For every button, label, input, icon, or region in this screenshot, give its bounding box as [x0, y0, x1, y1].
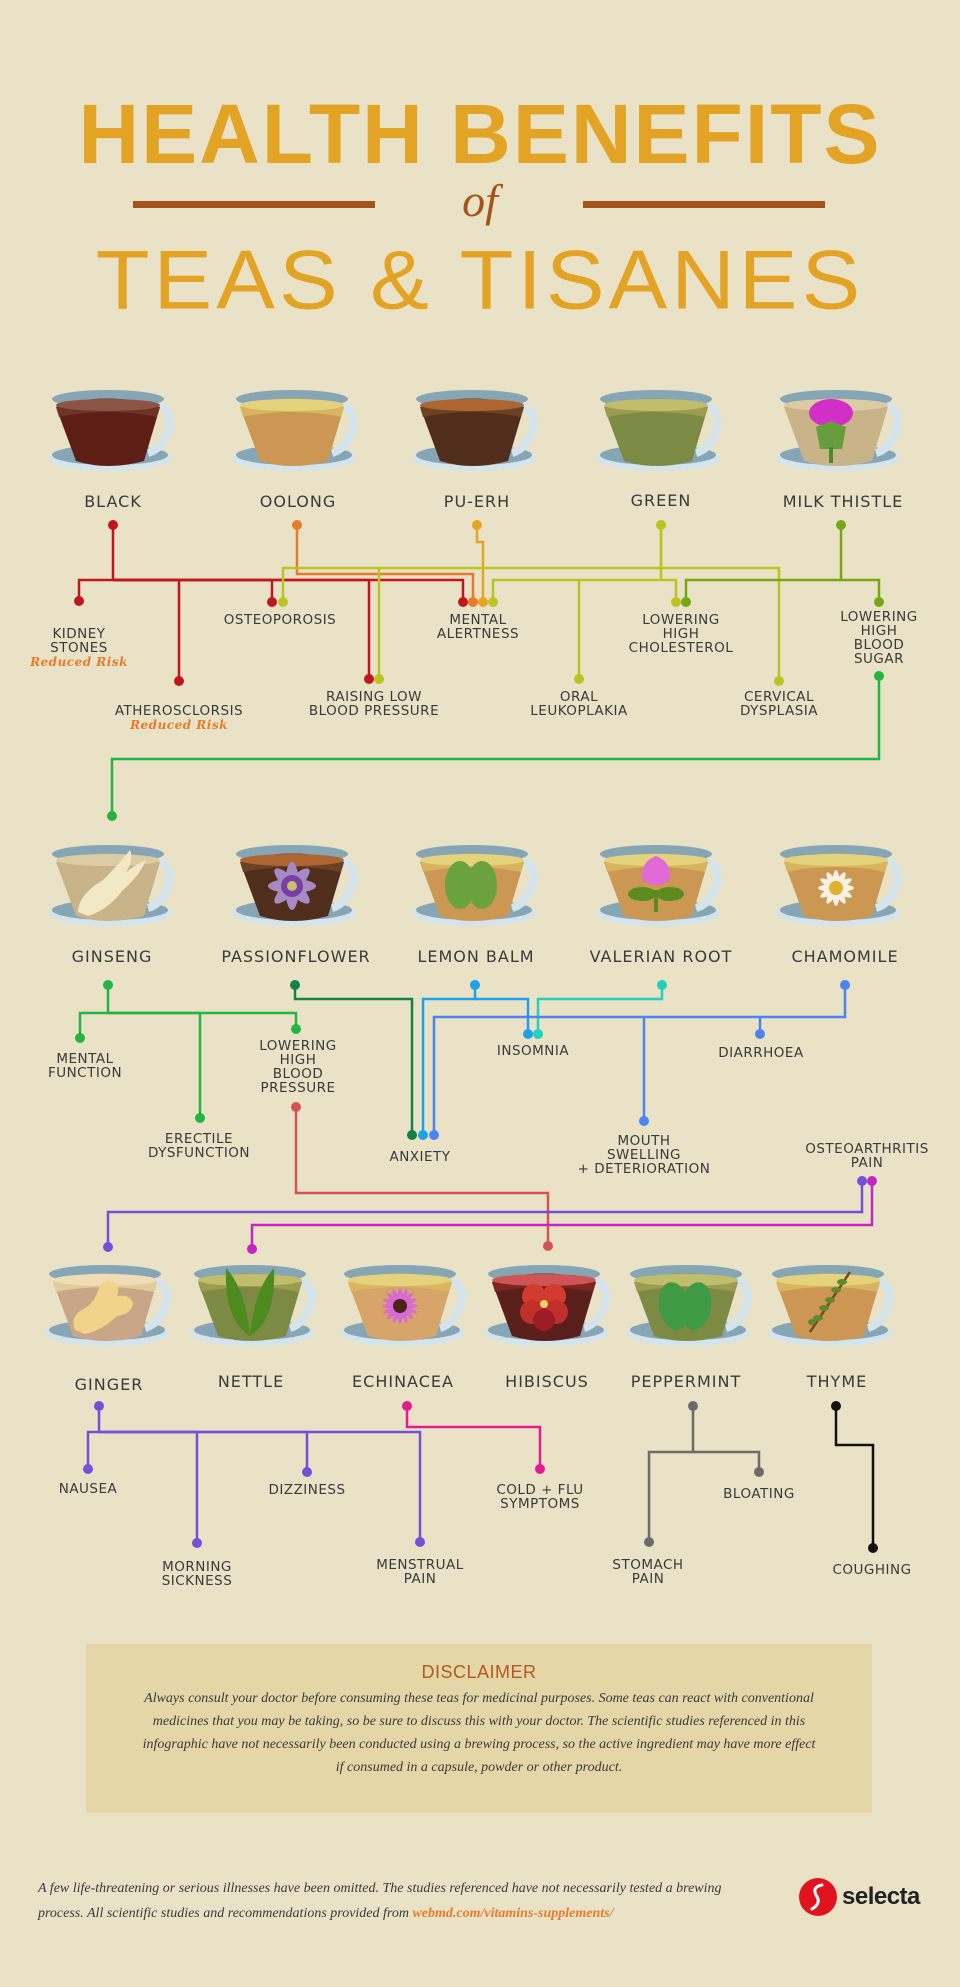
- footer-note: A few life-threatening or serious illnes…: [38, 1876, 738, 1926]
- peppermint-connectors: [647, 1406, 761, 1542]
- benefit-kidney-stones: KIDNEY STONES Reduced Risk: [19, 613, 139, 683]
- benefit-diarrhoea: DIARRHOEA: [718, 1045, 804, 1061]
- benefit-nausea: NAUSEA: [58, 1481, 118, 1497]
- echinacea-cup-icon: [340, 1265, 466, 1346]
- benefit-mental-alertness: MENTAL ALERTNESS: [436, 612, 520, 642]
- ginger-cup-icon: [45, 1265, 171, 1346]
- echinacea-connectors: [405, 1406, 542, 1468]
- lemon-balm-cup-icon: [412, 845, 538, 926]
- benefit-cold-flu-symptoms: COLD + FLU SYMPTOMS: [496, 1482, 584, 1512]
- footer-note-text: A few life-threatening or serious illnes…: [38, 1881, 722, 1921]
- benefit-lowering-high-cholesterol: LOWERING HIGH CHOLESTEROL: [628, 612, 734, 656]
- oolong-connectors: [295, 526, 475, 600]
- tea-name-hibiscus: HIBISCUS: [505, 1372, 589, 1391]
- tea-name-passionflower: PASSIONFLOWER: [221, 947, 371, 966]
- benefit-erectile-dysfunction: ERECTILE DYSFUNCTION: [147, 1131, 251, 1161]
- tea-name-echinacea: ECHINACEA: [352, 1372, 454, 1391]
- benefit-coughing: COUGHING: [832, 1562, 912, 1578]
- benefit-bloating: BLOATING: [723, 1486, 795, 1502]
- lemon-balm-connectors: [421, 985, 530, 1135]
- title-teas-tisanes: TEAS & TISANES: [95, 232, 865, 327]
- tea-name-ginseng: GINSENG: [71, 947, 153, 966]
- tea-name-oolong: OOLONG: [259, 492, 337, 511]
- black-tea-cup-icon: [48, 390, 174, 471]
- benefit-stomach-pain: STOMACH PAIN: [612, 1557, 684, 1587]
- pu-erh-connectors: [475, 526, 485, 600]
- milk-thistle-cup-icon: [776, 390, 902, 471]
- tea-name-milk-thistle: MILK THISTLE: [782, 492, 904, 511]
- title-of: of: [462, 175, 498, 226]
- benefit-lowering-high-blood-sugar: LOWERING HIGH BLOOD SUGAR: [840, 609, 918, 667]
- benefit-mental-function: MENTAL FUNCTION: [47, 1051, 123, 1081]
- passionflower-cup-icon: [232, 845, 358, 926]
- hibiscus-cup-icon: [484, 1265, 610, 1346]
- benefit-cervical-dysplasia: CERVICAL DYSPLASIA: [740, 689, 818, 719]
- nettle-connectors: [250, 1181, 874, 1248]
- benefit-atherosclorsis: ATHEROSCLORSIS Reduced Risk: [99, 690, 259, 746]
- title-divider-left: [133, 201, 375, 208]
- milk-thistle-connectors: [684, 526, 881, 600]
- selecta-logo: selecta: [798, 1876, 928, 1918]
- tea-name-black: BLACK: [84, 492, 142, 511]
- benefit-menstrual-pain: MENSTRUAL PAIN: [376, 1557, 464, 1587]
- hibiscus-connectors: [294, 1107, 550, 1245]
- nettle-cup-icon: [190, 1265, 316, 1346]
- benefit-dizziness: DIZZINESS: [268, 1482, 346, 1498]
- disclaimer-box: DISCLAIMER Always consult your doctor be…: [86, 1644, 872, 1813]
- benefit-osteoporosis: OSTEOPOROSIS: [223, 612, 337, 628]
- valerian-connectors: [536, 985, 664, 1033]
- benefit-label: ATHEROSCLORSIS: [114, 703, 244, 719]
- title-divider-right: [583, 201, 825, 208]
- reduced-risk-note: Reduced Risk: [130, 718, 228, 732]
- benefit-insomnia: INSOMNIA: [496, 1043, 570, 1059]
- oolong-tea-cup-icon: [232, 390, 358, 471]
- tea-name-ginger: GINGER: [74, 1375, 144, 1394]
- benefit-oral-leukoplakia: ORAL LEUKOPLAKIA: [530, 689, 628, 719]
- title-health-benefits: HEALTH BENEFITS: [78, 87, 882, 181]
- benefit-anxiety: ANXIETY: [389, 1149, 451, 1165]
- disclaimer-body: Always consult your doctor before consum…: [142, 1691, 816, 1775]
- green-tea-connectors: [281, 526, 781, 680]
- tea-name-chamomile: CHAMOMILE: [791, 947, 899, 966]
- benefit-label: KIDNEY STONES: [50, 626, 108, 656]
- benefit-osteoarthritis-pain: OSTEOARTHRITIS PAIN: [805, 1141, 929, 1171]
- valerian-root-cup-icon: [596, 845, 722, 926]
- disclaimer-title: DISCLAIMER: [421, 1662, 537, 1682]
- benefit-morning-sickness: MORNING SICKNESS: [161, 1559, 233, 1589]
- tea-name-pu-erh: PU-ERH: [443, 492, 511, 511]
- tea-name-peppermint: PEPPERMINT: [630, 1372, 742, 1391]
- benefit-mouth-swelling: MOUTH SWELLING + DETERIORATION: [577, 1133, 711, 1177]
- tea-name-valerian-root: VALERIAN ROOT: [589, 947, 733, 966]
- chamomile-cup-icon: [776, 845, 902, 926]
- ginseng-cup-icon: [48, 845, 174, 926]
- connector-dots: [74, 520, 884, 1553]
- tea-name-lemon-balm: LEMON BALM: [417, 947, 535, 966]
- tea-name-nettle: NETTLE: [217, 1372, 285, 1391]
- tea-name-green: GREEN: [630, 491, 692, 510]
- thyme-cup-icon: [768, 1265, 894, 1346]
- brand-name: selecta: [842, 1883, 920, 1910]
- pu-erh-tea-cup-icon: [412, 390, 538, 471]
- source-link[interactable]: webmd.com/vitamins-supplements/: [412, 1906, 614, 1921]
- reduced-risk-note: Reduced Risk: [30, 655, 128, 669]
- peppermint-cup-icon: [626, 1265, 752, 1346]
- benefit-raising-low-blood-pressure: RAISING LOW BLOOD PRESSURE: [308, 689, 440, 719]
- green-tea-cup-icon: [596, 390, 722, 471]
- tea-name-thyme: THYME: [806, 1372, 868, 1391]
- benefit-lowering-high-blood-pressure: LOWERING HIGH BLOOD PRESSURE: [259, 1038, 337, 1096]
- thyme-connectors: [834, 1406, 875, 1547]
- selecta-logo-icon: [799, 1878, 837, 1916]
